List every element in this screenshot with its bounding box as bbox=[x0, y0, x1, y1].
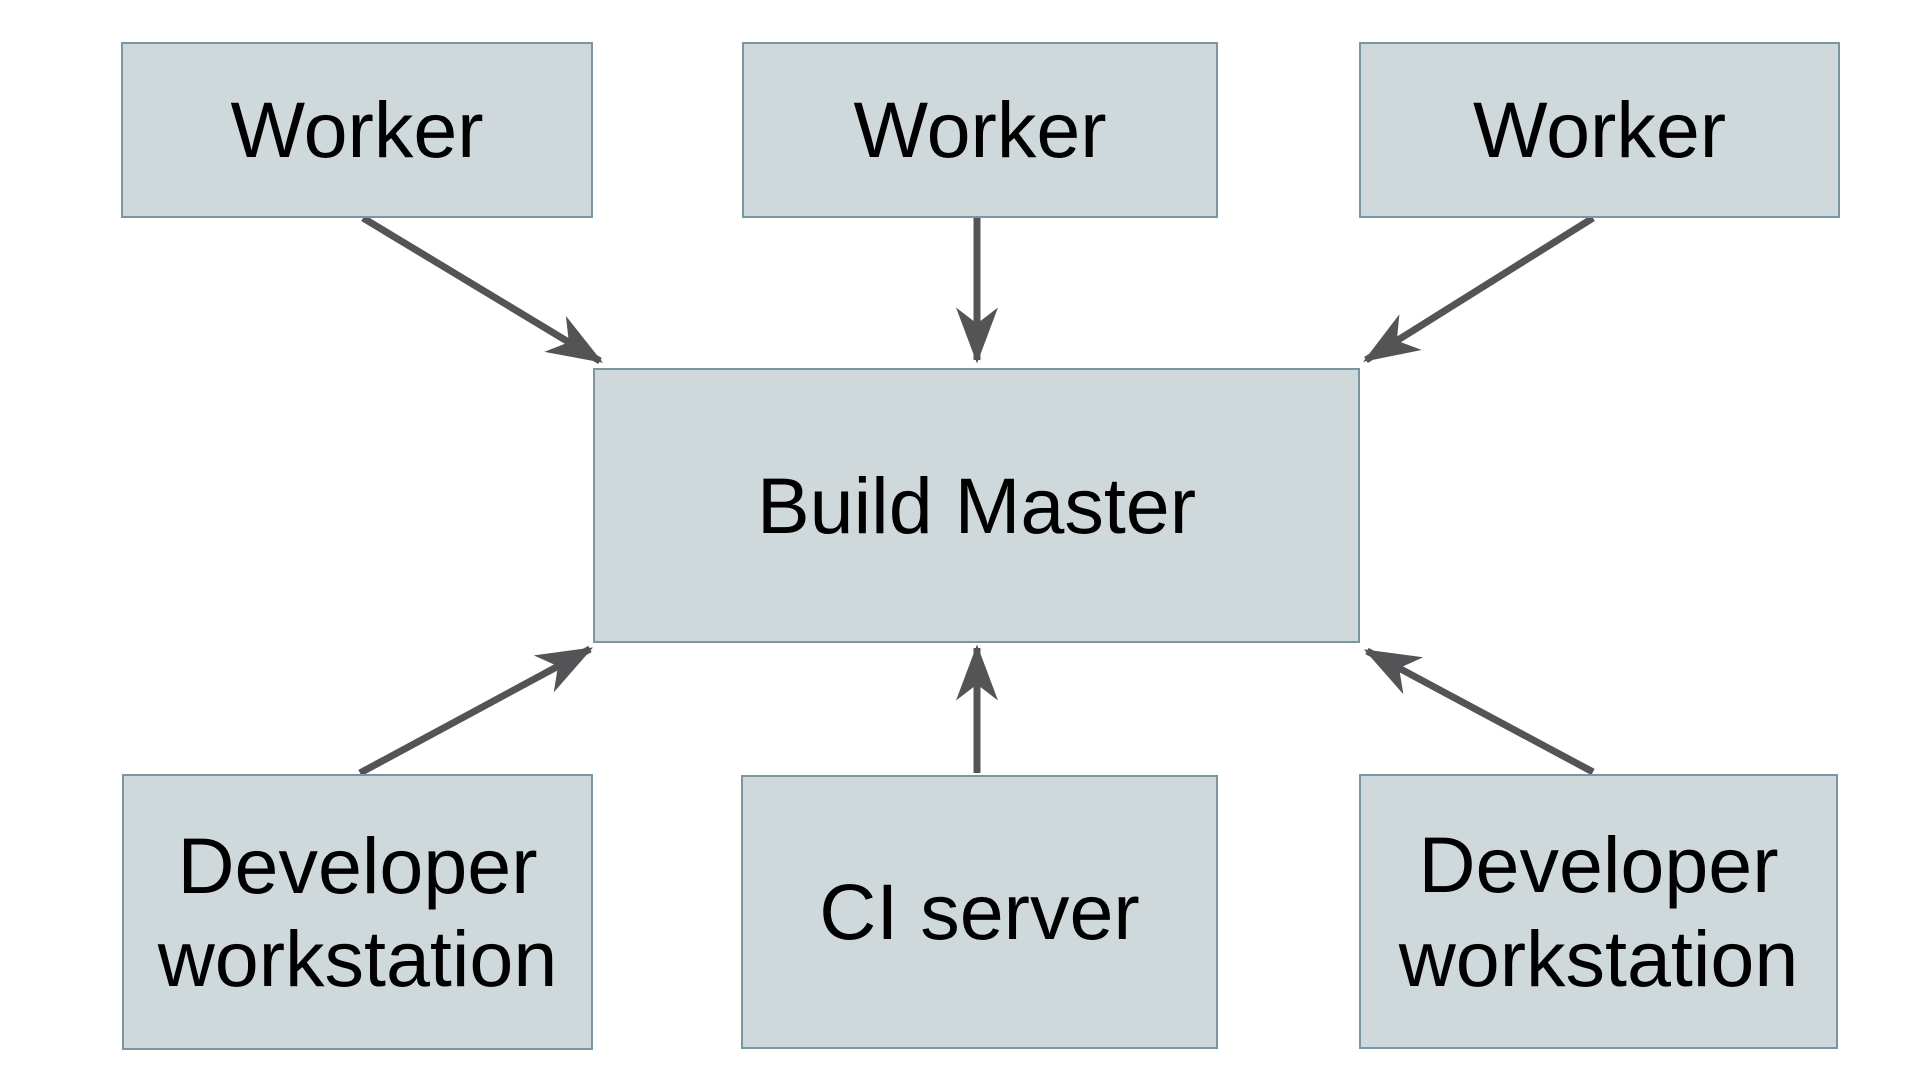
node-ci-server-label: CI server bbox=[819, 867, 1140, 957]
node-worker-3-label: Worker bbox=[1472, 85, 1727, 175]
node-build-master-label: Build Master bbox=[756, 460, 1197, 550]
node-worker-3: Worker bbox=[1359, 42, 1840, 218]
node-worker-2: Worker bbox=[742, 42, 1218, 218]
arrow-worker1-to-build_master bbox=[361, 215, 603, 364]
arrow-dev2-to-build_master bbox=[1363, 647, 1595, 776]
node-developer-workstation-1: Developer workstation bbox=[122, 774, 593, 1050]
arrow-dev1-to-build_master bbox=[358, 645, 594, 777]
node-developer-workstation-2-label: Developer workstation bbox=[1398, 820, 1799, 1003]
node-developer-workstation-1-label: Developer workstation bbox=[157, 820, 558, 1003]
node-ci-server: CI server bbox=[741, 775, 1218, 1049]
node-worker-1-label: Worker bbox=[230, 85, 484, 175]
node-developer-workstation-2: Developer workstation bbox=[1359, 774, 1838, 1049]
arrow-worker3-to-build_master bbox=[1363, 215, 1595, 363]
node-worker-1: Worker bbox=[121, 42, 593, 218]
node-build-master: Build Master bbox=[593, 368, 1360, 643]
node-worker-2-label: Worker bbox=[853, 85, 1107, 175]
